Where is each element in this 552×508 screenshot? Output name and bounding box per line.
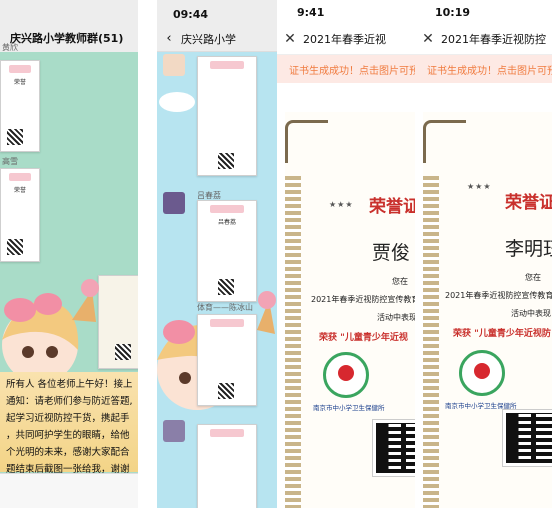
chat-nav: ‹ 庆兴路小学 [157,26,277,52]
cert-line: 您在 [392,277,408,286]
qr-code-icon [115,344,131,360]
qr-code-icon [218,279,234,295]
message-line: 通知：请老师们参与防近答题, [6,396,132,407]
avatar[interactable] [163,54,185,76]
certificate-image[interactable] [197,314,257,406]
sender-name: 体育——陈冰山 [197,303,253,312]
card-header [209,205,245,213]
ornament-border [285,176,301,508]
sender-name: 高雪 [2,157,18,166]
ornament-border [423,176,439,508]
page-title: 2021年春季近视 [303,33,386,46]
page-nav: ✕ 2021年春季近视防控 [415,24,552,55]
card-text: 吕春荔 [217,219,236,226]
message-line: 题结束后截图一张给我，谢谢 [6,464,130,475]
certificate-panel-1: 9:41 ✕ 2021年春季近视 证书生成成功！点击图片可预 ★★★ 荣誉证 贾… [277,0,415,508]
seal-icon [459,350,505,396]
cert-issuer: 南京市中小学卫生保健所 [445,402,517,410]
status-time: 10:19 [435,6,471,19]
message-line: 所有人 各位老师上午好！接上 [6,379,132,390]
qr-code-icon [373,420,415,476]
card-header [209,429,245,437]
card-header [209,61,245,69]
certificate-image[interactable]: 吕春荔 [197,200,257,302]
stars-icon: ★★★ [467,182,492,191]
recipient-name: 李明珏 [505,238,552,260]
success-banner: 证书生成成功！点击图片可预 [277,55,415,83]
certificate-panel-2: 10:19 ✕ 2021年春季近视防控 证书生成成功！点击图片可预 ★★★ 荣誉… [415,0,552,508]
card-header [209,319,245,327]
certificate-image[interactable]: 荣誉 [0,168,40,262]
status-time: 9:41 [297,6,325,19]
input-bar[interactable] [0,473,138,508]
message-line: ，共同呵护学生的眼睛，给他 [6,430,130,441]
qr-code-icon [218,383,234,399]
message-line: 起学习近视防控干货，携起手 [6,413,130,424]
banner-text: 证书生成成功！点击图片可预 [427,65,552,77]
chat-header: 庆兴路小学教师群(51) [0,0,138,52]
chat-panel-1: 庆兴路小学教师群(51) 黄欣 荣誉 高雪 荣誉 所有人 [0,0,138,508]
certificate-title: 荣誉证 [505,193,552,213]
card-header [8,65,32,73]
page-nav: ✕ 2021年春季近视 [277,24,415,55]
group-title: 庆兴路小学 [181,32,236,46]
status-bar: 09:44 [157,0,277,26]
cert-issuer: 南京市中小学卫生保健所 [313,404,385,412]
success-banner: 证书生成成功！点击图片可预 [415,55,552,83]
certificate-image[interactable] [197,56,257,176]
status-bar: 9:41 [277,0,415,24]
announcement-message[interactable]: 所有人 各位老师上午好！接上 通知：请老师们参与防近答题, 起学习近视防控干货，… [0,372,138,475]
sender-name: 吕春荔 [197,191,221,200]
recipient-name: 贾俊 [372,242,411,264]
group-title: 庆兴路小学教师群(51) [10,32,124,45]
certificate-image[interactable]: 荣誉 [0,60,40,152]
avatar[interactable] [163,420,185,442]
chat-panel-2: 09:44 ‹ 庆兴路小学 吕春荔 吕春荔 体育——陈冰山 [157,0,277,508]
page-title: 2021年春季近视防控 [441,33,546,46]
qr-code-icon [218,153,234,169]
qr-code-icon [503,410,552,466]
cloud-icon [159,92,195,112]
close-icon[interactable]: ✕ [422,31,434,47]
seal-icon [323,352,369,398]
qr-code-icon [7,129,23,145]
status-bar: 10:19 [415,0,552,24]
cert-line: 您在 [525,273,541,282]
card-header [8,173,32,181]
card-text: 荣誉 [13,187,26,194]
cert-line: 活动中表现 [377,313,415,322]
message-line: 个光明的未来，感谢大家配合 [6,447,130,458]
ornament-icon [285,120,328,163]
poster-image[interactable] [98,275,138,369]
avatar[interactable] [163,192,185,214]
certificate-title: 荣誉证 [369,197,415,217]
ornament-icon [423,120,466,163]
back-chevron-icon[interactable]: ‹ [166,31,172,46]
qr-code-icon [7,239,23,255]
cartoon-girl-icon [2,279,99,380]
status-time: 09:44 [173,8,209,21]
cert-prize: 荣获 "儿童青少年近视防 [453,329,551,339]
stars-icon: ★★★ [329,200,354,209]
cert-line: 活动中表现 [511,309,551,318]
cert-line: 2021年春季近视防控宣传教育月 [311,295,415,304]
certificate-image[interactable] [197,424,257,508]
sender-name: 黄欣 [2,43,18,52]
close-icon[interactable]: ✕ [284,31,296,47]
cert-line: 2021年春季近视防控宣传教育月 [445,291,552,300]
card-text: 荣誉 [13,79,26,86]
cert-prize: 荣获 "儿童青少年近视 [319,333,408,343]
banner-text: 证书生成成功！点击图片可预 [289,65,415,77]
